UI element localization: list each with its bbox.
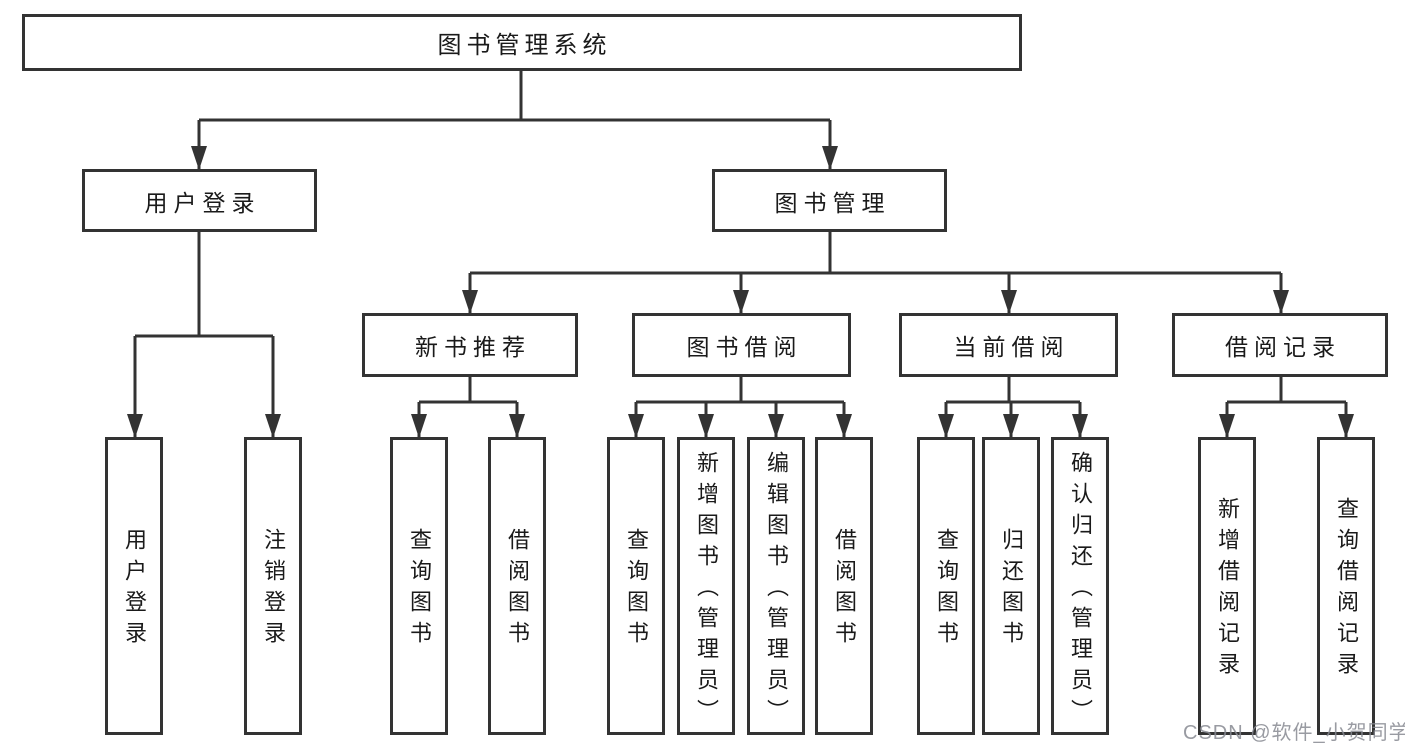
leaf-confirm-return-admin: 确认归还（管理员） bbox=[1051, 437, 1109, 735]
node-book-management: 图书管理 bbox=[712, 169, 947, 232]
node-label: 新书推荐 bbox=[415, 334, 531, 360]
leaf-label: 编辑图书（管理员） bbox=[764, 450, 789, 730]
leaf-label: 查询借阅记录 bbox=[1334, 497, 1359, 683]
node-label: 图书管理 bbox=[774, 189, 891, 216]
leaf-borrow-books: 借阅图书 bbox=[815, 437, 873, 735]
node-book-borrow: 图书借阅 bbox=[632, 313, 851, 377]
leaf-add-book-admin: 新增图书（管理员） bbox=[677, 437, 735, 735]
node-new-book-recommend: 新书推荐 bbox=[362, 313, 578, 377]
leaf-user-login: 用户登录 bbox=[105, 437, 163, 735]
leaf-label: 用户登录 bbox=[122, 528, 147, 652]
leaf-query-books-current: 查询图书 bbox=[917, 437, 975, 735]
leaf-query-borrow-record: 查询借阅记录 bbox=[1317, 437, 1375, 735]
node-borrow-records: 借阅记录 bbox=[1172, 313, 1388, 377]
leaf-label: 确认归还（管理员） bbox=[1068, 450, 1093, 730]
leaf-label: 注销登录 bbox=[261, 528, 286, 652]
node-label: 借阅记录 bbox=[1225, 334, 1341, 360]
node-current-borrow: 当前借阅 bbox=[899, 313, 1118, 377]
leaf-label: 查询图书 bbox=[407, 528, 432, 652]
leaf-label: 借阅图书 bbox=[505, 528, 530, 652]
leaf-query-books-recommend: 查询图书 bbox=[390, 437, 448, 735]
leaf-label: 新增图书（管理员） bbox=[694, 450, 719, 730]
watermark: CSDN @软件_小贺同学 bbox=[1183, 722, 1405, 744]
leaf-query-books-borrow: 查询图书 bbox=[607, 437, 665, 735]
node-label: 图书借阅 bbox=[686, 334, 803, 360]
leaf-edit-book-admin: 编辑图书（管理员） bbox=[747, 437, 805, 735]
node-label: 用户登录 bbox=[144, 189, 261, 216]
leaf-logout: 注销登录 bbox=[244, 437, 302, 735]
node-library-management-system: 图书管理系统 bbox=[22, 14, 1022, 71]
leaf-label: 查询图书 bbox=[934, 528, 959, 652]
node-user-login: 用户登录 bbox=[82, 169, 317, 232]
leaf-label: 借阅图书 bbox=[832, 528, 857, 652]
node-label: 当前借阅 bbox=[953, 334, 1070, 360]
leaf-borrow-books-recommend: 借阅图书 bbox=[488, 437, 546, 735]
node-label: 图书管理系统 bbox=[437, 32, 612, 59]
leaf-label: 新增借阅记录 bbox=[1215, 497, 1240, 683]
leaf-return-books: 归还图书 bbox=[982, 437, 1040, 735]
leaf-label: 查询图书 bbox=[624, 528, 649, 652]
leaf-label: 归还图书 bbox=[999, 528, 1024, 652]
leaf-add-borrow-record: 新增借阅记录 bbox=[1198, 437, 1256, 735]
